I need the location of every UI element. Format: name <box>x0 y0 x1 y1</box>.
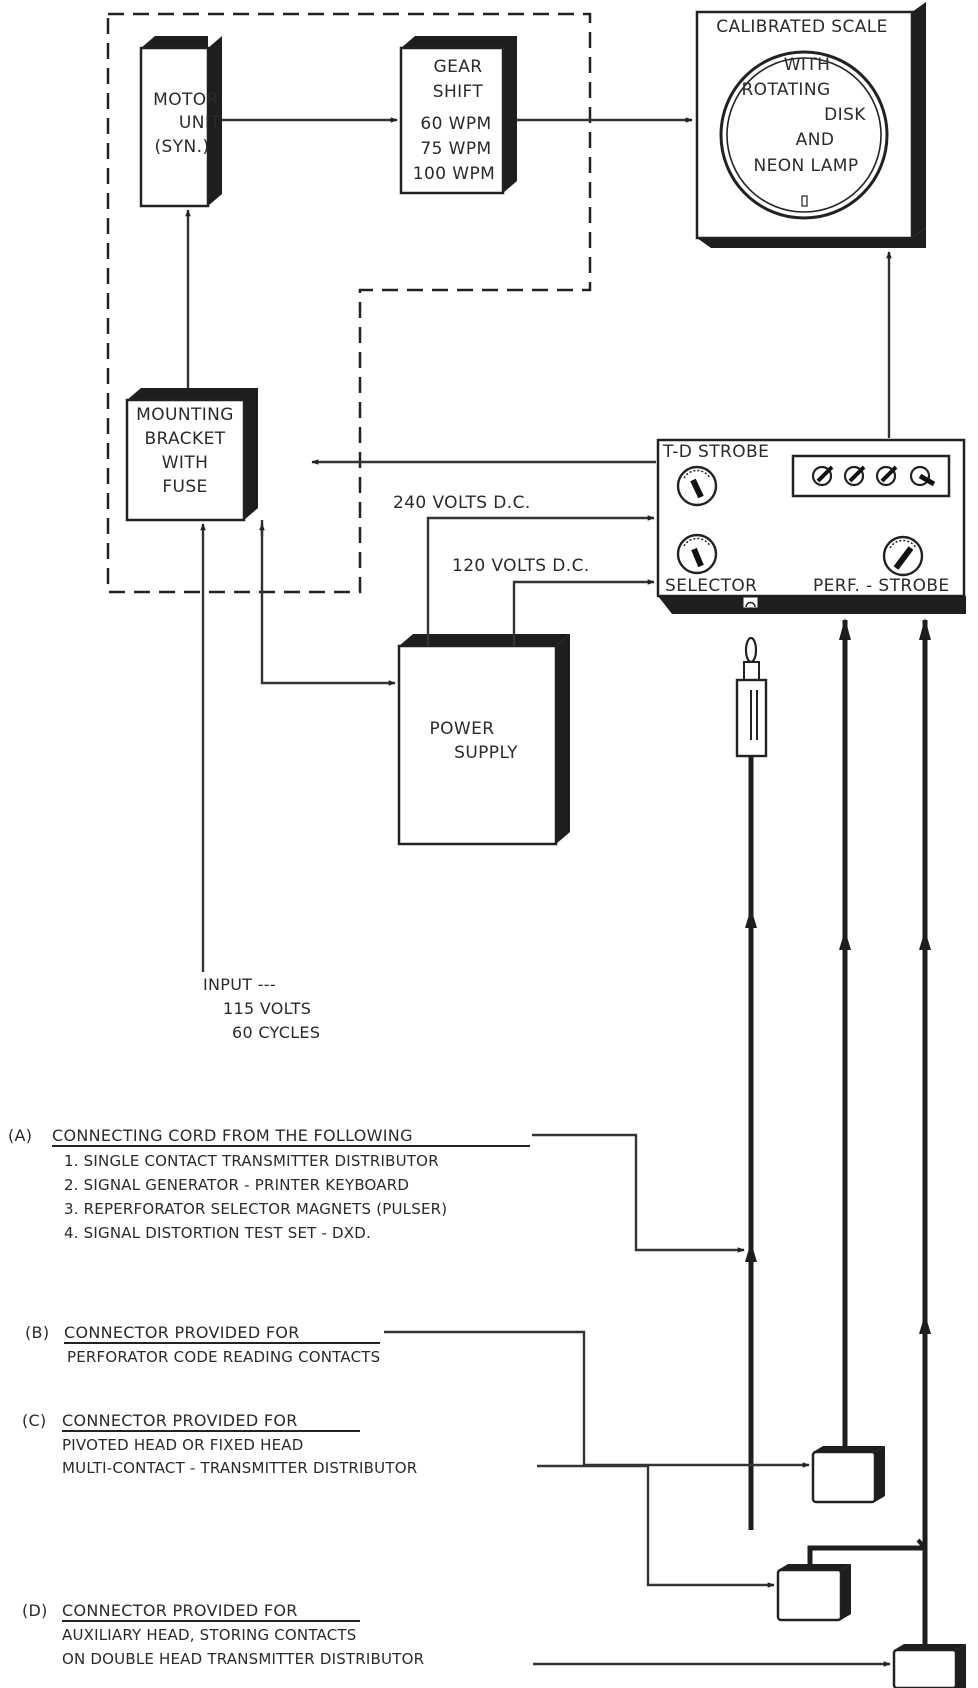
toggle-switch-4[interactable] <box>909 465 936 487</box>
rotating-disk <box>719 50 889 220</box>
gear-label-2: SHIFT <box>433 82 484 102</box>
gear-label-5: 100 WPM <box>413 164 495 184</box>
note-c-line-2: PIVOTED HEAD OR FIXED HEAD <box>62 1436 303 1454</box>
toggle-switch-1[interactable] <box>811 465 834 487</box>
gear-label-4: 75 WPM <box>420 139 491 159</box>
voltage-120-label: 120 VOLTS D.C. <box>452 556 590 576</box>
note-c-line-3: MULTI-CONTACT - TRANSMITTER DISTRIBUTOR <box>62 1459 417 1477</box>
scale-label-1: WITH <box>784 55 831 75</box>
leader-b <box>384 1330 810 1468</box>
perf-strobe-label: PERF. - STROBE <box>813 576 950 596</box>
motor-label-2: UNIT <box>179 113 221 133</box>
dashed-enclosure <box>106 12 592 594</box>
note-d-line-2: AUXILIARY HEAD, STORING CONTACTS <box>62 1626 356 1644</box>
voltage-240-label: 240 VOLTS D.C. <box>393 493 531 513</box>
selector-dial[interactable] <box>676 533 718 575</box>
note-d-tag: (D) <box>22 1601 48 1620</box>
bracket-label-3: WITH <box>162 453 209 473</box>
neon-lamp-marker <box>801 195 808 207</box>
note-b-tag: (B) <box>25 1323 49 1342</box>
note-a-item-1: 1. SINGLE CONTACT TRANSMITTER DISTRIBUTO… <box>64 1152 439 1170</box>
gear-label-3: 60 WPM <box>420 114 491 134</box>
scale-label-4: AND <box>796 130 835 150</box>
note-a-item-2: 2. SIGNAL GENERATOR - PRINTER KEYBOARD <box>64 1176 409 1194</box>
gear-shift-block: GEAR SHIFT 60 WPM 75 WPM 100 WPM <box>399 36 517 195</box>
connector-d <box>892 1644 966 1688</box>
motor-label-1: MOTOR <box>153 90 219 110</box>
note-c-tag: (C) <box>22 1411 47 1430</box>
motor-unit-block: MOTOR UNIT (SYN.) <box>139 36 222 208</box>
td-strobe-title: T-D STROBE <box>662 442 769 462</box>
bracket-label-4: FUSE <box>162 477 207 497</box>
leader-c <box>537 1464 775 1588</box>
toggle-switch-3[interactable] <box>875 465 898 487</box>
selector-plug[interactable] <box>735 636 768 758</box>
scale-title: CALIBRATED SCALE <box>716 17 888 37</box>
scale-label-2: ROTATING <box>741 80 830 100</box>
perf-strobe-dial[interactable] <box>882 535 924 577</box>
leader-a <box>532 1133 745 1253</box>
scale-label-5: NEON LAMP <box>754 156 859 176</box>
td-strobe-unit: T-D STROBE SELECTOR <box>656 438 966 614</box>
input-label-3: 60 CYCLES <box>232 1023 320 1042</box>
scale-label-3: DISK <box>824 105 866 125</box>
mounting-bracket-block: MOUNTING BRACKET WITH FUSE <box>125 388 258 522</box>
td-strobe-dial[interactable] <box>676 465 718 507</box>
input-label-1: INPUT --- <box>203 975 276 994</box>
bracket-label-2: BRACKET <box>144 429 225 449</box>
power-supply-block: POWER SUPPLY <box>397 634 570 846</box>
power-label-1: POWER <box>430 719 495 739</box>
note-d-line-1: CONNECTOR PROVIDED FOR <box>62 1601 298 1620</box>
calibrated-scale-block: CALIBRATED SCALE WITH ROTATING DISK AND … <box>695 2 926 248</box>
connector-c <box>776 1564 851 1622</box>
note-d-line-3: ON DOUBLE HEAD TRANSMITTER DISTRIBUTOR <box>62 1650 424 1668</box>
toggle-switch-2[interactable] <box>843 465 866 487</box>
note-a-item-3: 3. REPERFORATOR SELECTOR MAGNETS (PULSER… <box>64 1200 447 1218</box>
motor-label-3: (SYN.) <box>155 137 210 157</box>
gear-label-1: GEAR <box>434 57 483 77</box>
bracket-label-1: MOUNTING <box>136 405 234 425</box>
selector-label: SELECTOR <box>665 576 757 596</box>
note-a-heading: CONNECTING CORD FROM THE FOLLOWING <box>52 1126 413 1145</box>
note-a-item-4: 4. SIGNAL DISTORTION TEST SET - DXD. <box>64 1224 371 1242</box>
cord-c <box>807 1545 925 1568</box>
connector-b <box>811 1446 885 1504</box>
note-c-line-1: CONNECTOR PROVIDED FOR <box>62 1411 298 1430</box>
note-a-tag: (A) <box>8 1126 32 1145</box>
note-b-line-1: CONNECTOR PROVIDED FOR <box>64 1323 300 1342</box>
input-label-2: 115 VOLTS <box>223 999 311 1018</box>
note-b-line-2: PERFORATOR CODE READING CONTACTS <box>67 1348 380 1366</box>
power-label-2: SUPPLY <box>454 743 518 763</box>
wiring <box>185 117 892 972</box>
